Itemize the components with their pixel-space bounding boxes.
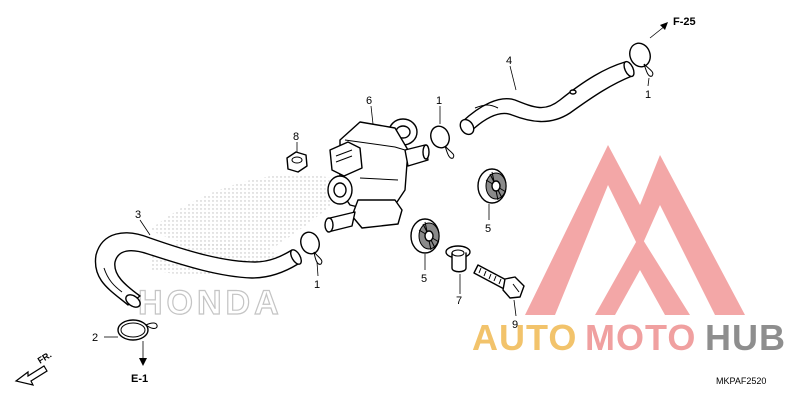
arrow-to-e1: [139, 341, 147, 366]
watermark-moto: MOTO: [585, 317, 696, 358]
watermark-text: AUTO MOTO HUB: [472, 317, 786, 358]
leader-lines: [104, 65, 650, 338]
part-label-8: 8: [293, 131, 299, 143]
part-label-5-right: 5: [485, 223, 491, 235]
part-label-2: 2: [92, 332, 98, 344]
watermark-logo: [525, 145, 745, 315]
grommet-5-left: [410, 218, 440, 254]
part-labels: 4 1 1 6 8 3 1 5 5 7 9 2: [92, 55, 651, 344]
watermark-hub: HUB: [705, 317, 786, 358]
front-indicator-label: FR.: [36, 350, 54, 366]
clip-2: [117, 319, 158, 341]
part-label-1-lower: 1: [314, 279, 320, 291]
hose-3: [94, 232, 302, 308]
part-label-1-middle: 1: [436, 95, 442, 107]
collar-7: [445, 245, 471, 273]
part-label-7: 7: [456, 295, 462, 307]
air-injection-valve-6: [324, 118, 430, 233]
clip-1-lower: [300, 231, 323, 265]
part-label-5-left: 5: [421, 273, 427, 285]
front-arrow-icon: [14, 365, 48, 386]
part-label-9: 9: [512, 319, 518, 331]
honda-wordmark: HONDA: [138, 284, 283, 322]
part-label-6: 6: [366, 95, 372, 107]
grommet-5-right: [477, 168, 507, 204]
part-label-1-upper-right: 1: [645, 89, 651, 101]
arrow-to-f25: [649, 22, 668, 39]
diagram-code: MKPAF2520: [716, 376, 766, 386]
bolt-9: [473, 264, 525, 299]
nut-8: [286, 151, 308, 173]
clip-1-upper-right: [629, 42, 654, 77]
reference-e1: E-1: [131, 373, 148, 385]
part-label-3: 3: [135, 209, 141, 221]
watermark-auto: AUTO: [472, 317, 577, 358]
part-label-4: 4: [506, 55, 512, 67]
hose-4: [459, 60, 635, 136]
clip-1-middle: [430, 125, 455, 159]
reference-f25: F-25: [673, 16, 696, 28]
